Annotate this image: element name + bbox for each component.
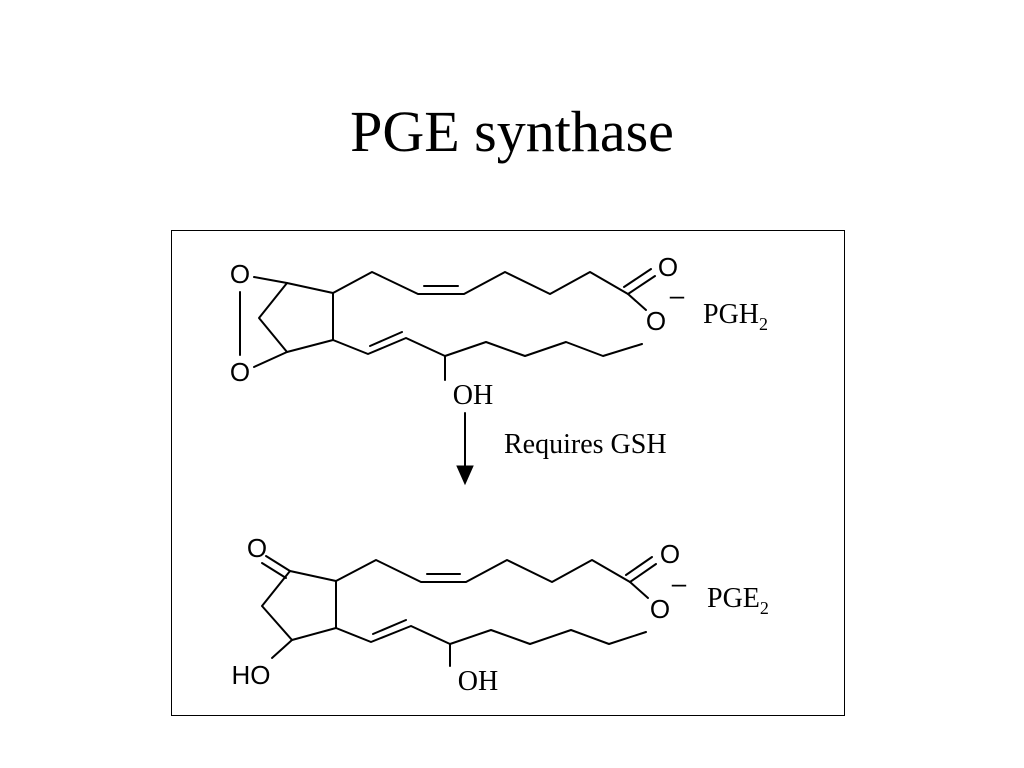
pgh2-carbonyl-bond-1 — [627, 275, 656, 295]
pgh2-ring-oxygen-top: O — [230, 259, 250, 289]
pgh2-carbonyl-bond-2 — [623, 268, 652, 288]
pge2-ring-oh-bond — [271, 639, 293, 659]
peroxide-bond-bottom — [253, 351, 288, 368]
pge2-carbonyl-bond-2 — [625, 556, 653, 576]
pge2-carboxylate-bond — [629, 581, 649, 599]
pgh2-carbonyl-oxygen: O — [658, 252, 678, 282]
reaction-condition: Requires GSH — [504, 429, 667, 460]
pgh2-trans-double-bond — [369, 331, 403, 347]
pgh2-label: PGH2 — [703, 299, 768, 334]
pge2-label: PGE2 — [707, 583, 769, 618]
pge2-hydroxyl: OH — [458, 666, 498, 697]
pge2-subscript: 2 — [760, 598, 769, 618]
slide-title: PGE synthase — [350, 99, 674, 164]
peroxide-bond-top — [253, 276, 288, 284]
pgh2-hydroxyl: OH — [453, 380, 493, 411]
pge2-omega-chain — [335, 625, 647, 645]
pgh2-negative-charge: – — [670, 280, 685, 310]
reaction-arrow-head — [456, 465, 474, 486]
pgh2-ring — [258, 282, 334, 353]
pge2-negative-charge: – — [672, 568, 687, 598]
pgh2-alpha-chain — [332, 271, 629, 295]
pge2-ketone-bond-1 — [265, 555, 291, 572]
pge2-structure: O HO O O – OH PGE2 — [232, 533, 769, 697]
pge2-carbonyl-oxygen: O — [660, 539, 680, 569]
pgh2-subscript: 2 — [759, 314, 768, 334]
pge2-ring — [261, 570, 337, 641]
pgh2-ring-oxygen-bottom: O — [230, 357, 250, 387]
pgh2-omega-chain — [332, 337, 643, 357]
pgh2-structure: O O O O – OH PGH2 — [230, 252, 768, 411]
pge2-name: PGE — [707, 583, 760, 614]
pge2-ring-hydroxyl: HO — [232, 660, 271, 690]
pge2-ketone-oxygen: O — [247, 533, 267, 563]
pge2-carbonyl-bond-1 — [629, 563, 657, 583]
pgh2-carboxylate-bond — [627, 293, 647, 311]
diagram-frame — [171, 230, 845, 716]
pge2-trans-double-bond — [372, 619, 407, 635]
pge2-carboxylate-oxygen: O — [650, 594, 670, 624]
pgh2-carboxylate-oxygen: O — [646, 306, 666, 336]
reaction-arrow — [456, 412, 474, 486]
pge2-alpha-chain — [335, 559, 631, 583]
pgh2-name: PGH — [703, 299, 759, 330]
pge2-ketone-bond-2 — [261, 562, 287, 579]
